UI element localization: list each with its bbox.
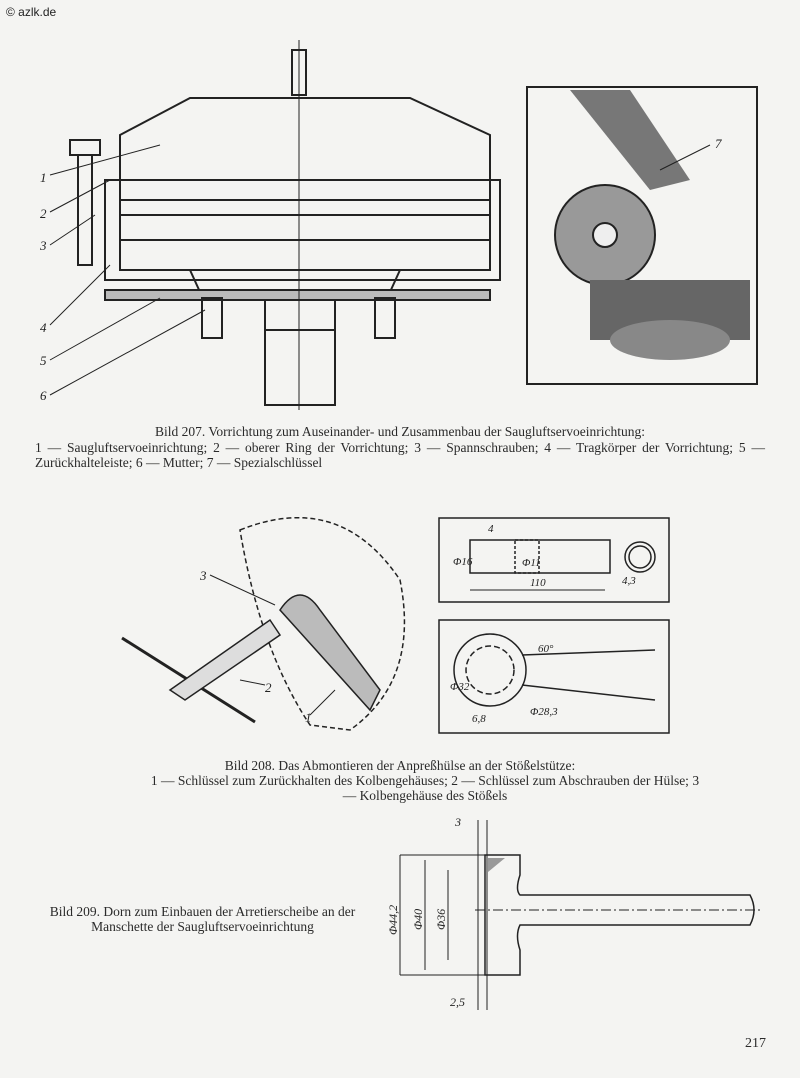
figure-208-drawing: 3 2 1 4 Φ16 Φ11 110 4,3 60° Φ32 6,8 Φ28,… — [121, 517, 670, 734]
dim-d36: Φ36 — [434, 909, 448, 930]
servo-housing — [119, 97, 491, 271]
mandrel — [484, 854, 755, 976]
callout-6: 6 — [40, 388, 47, 403]
dim-4: 4 — [488, 523, 494, 535]
callout-7: 7 — [715, 136, 722, 151]
dim-d28-3: Φ28,3 — [530, 706, 558, 718]
page-number: 217 — [745, 1036, 766, 1051]
lower-shaft — [264, 329, 336, 406]
watermark: © azlk.de — [6, 5, 57, 19]
dim-110: 110 — [530, 577, 546, 589]
figure-207-legend: 1 — Saugluftservoeinrichtung; 2 — oberer… — [35, 440, 765, 470]
callout-5: 5 — [40, 353, 47, 368]
dim-d40: Φ40 — [411, 909, 425, 930]
key-2 — [168, 618, 282, 701]
wrench-ring — [453, 633, 527, 707]
dim-60deg: 60° — [538, 643, 554, 655]
callout-3: 3 — [199, 568, 207, 583]
dim-3: 3 — [454, 815, 461, 829]
dim-6-8: 6,8 — [472, 713, 486, 725]
dim-d16: Φ16 — [453, 556, 473, 568]
callout-4: 4 — [40, 320, 47, 335]
photo-frame — [526, 86, 758, 385]
dim-2-5: 2,5 — [450, 995, 465, 1009]
figure-207-title: Bild 207. Vorrichtung zum Auseinander- u… — [154, 424, 645, 439]
detail-box-2 — [438, 619, 670, 734]
dim-d32: Φ32 — [450, 681, 470, 693]
callout-3: 3 — [39, 238, 47, 253]
retaining-bar — [104, 289, 491, 301]
detail-box-1 — [438, 517, 670, 603]
figure-209-caption: Bild 209. Dorn zum Einbauen der Arretier… — [49, 904, 356, 934]
dim-d11: Φ11 — [522, 557, 541, 569]
callout-2: 2 — [265, 680, 272, 695]
key-1 — [279, 594, 381, 712]
figure-207-drawing: 1 2 3 4 5 6 7 — [39, 40, 758, 410]
callout-1: 1 — [40, 170, 47, 185]
fixture-body — [104, 179, 501, 281]
callout-1: 1 — [305, 710, 312, 725]
figure-209-drawing: 3 Φ44,2 Φ40 Φ36 2,5 — [386, 815, 760, 1010]
dim-d44-2: Φ44,2 — [386, 905, 400, 935]
dim-4-3: 4,3 — [622, 575, 636, 587]
figure-208-legend: 1 — Schlüssel zum Zurückhalten des Kolbe… — [150, 773, 700, 803]
figure-208-title: Bild 208. Das Abmontieren der Anpreßhüls… — [224, 758, 576, 773]
photo-wrench — [570, 90, 690, 190]
callout-2: 2 — [40, 206, 47, 221]
